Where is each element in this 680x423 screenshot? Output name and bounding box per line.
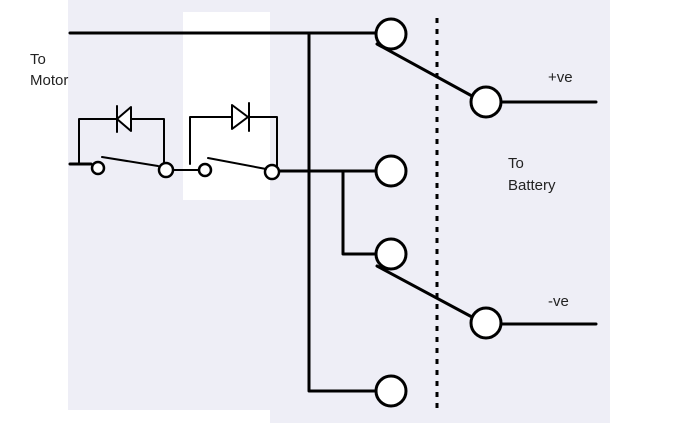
- diode-2-icon: [231, 104, 249, 130]
- limit-switch-2: [189, 102, 281, 181]
- terminal-bottom-left: [374, 374, 408, 408]
- label-to-motor-line1: To: [30, 51, 46, 68]
- switch-1-terminal-left: [90, 160, 106, 176]
- terminal-positive: [469, 85, 503, 119]
- diode-1-icon: [116, 106, 132, 132]
- switch-2-terminal-left: [197, 162, 213, 178]
- label-to-motor-line2: Motor: [30, 72, 68, 89]
- vertical-bus-wire: [307, 31, 378, 393]
- terminal-lower-left: [374, 237, 408, 271]
- terminal-mid-left: [374, 154, 408, 188]
- terminal-top-left: [374, 17, 408, 51]
- switch-blade-upper: [375, 42, 474, 98]
- switch-2-terminal-right: [263, 163, 281, 181]
- label-negative: -ve: [548, 293, 569, 310]
- switch-1-terminal-right: [157, 161, 175, 179]
- label-to-battery-line1: To: [508, 155, 524, 172]
- switch-1-contact: [101, 156, 159, 167]
- background-panels: [68, 0, 610, 423]
- switch-blade-lower: [375, 264, 474, 319]
- label-positive: +ve: [548, 69, 573, 86]
- dpdt-switch: [374, 17, 503, 408]
- terminal-negative: [469, 306, 503, 340]
- switch-2-contact: [207, 157, 267, 170]
- branch-wire: [341, 169, 378, 256]
- limit-switch-1: [78, 105, 199, 179]
- label-to-battery-line2: Battery: [508, 177, 556, 194]
